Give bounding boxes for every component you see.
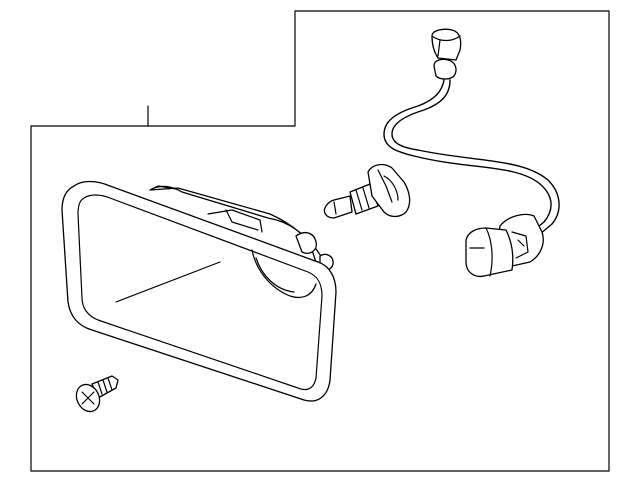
halogen-bulb	[323, 163, 411, 219]
wiring-harness	[383, 28, 560, 278]
fog-lamp-housing	[61, 180, 337, 402]
mounting-screw	[75, 375, 119, 413]
diagram-frame	[30, 10, 610, 472]
